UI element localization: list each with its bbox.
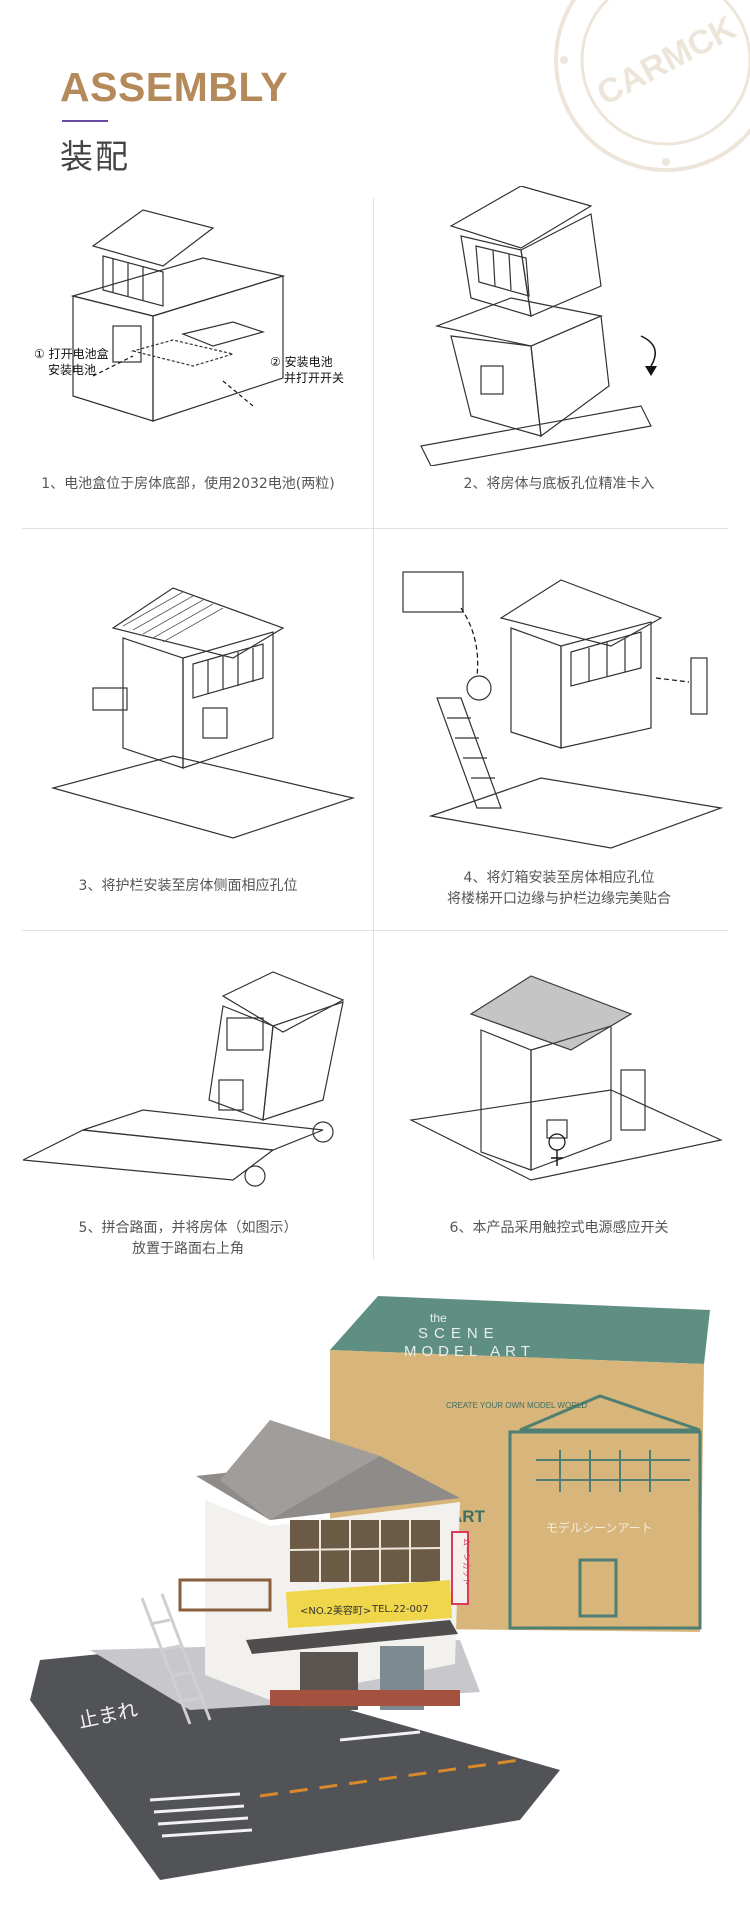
step-1-callout-a: ① 打开电池盒 安装电池 — [34, 347, 109, 377]
box-jp-text: モデルシーンアート — [546, 1520, 653, 1535]
house-railing-illustration — [50, 587, 356, 839]
step-2-illustration — [390, 186, 742, 466]
box-brand-line1: SCENE — [418, 1325, 500, 1342]
grid-divider — [22, 930, 728, 931]
step-2-caption: 2、将房体与底板孔位精准卡入 — [463, 476, 655, 492]
step-1-callout-b: ② 安装电池 并打开开关 — [270, 355, 345, 385]
step-1-caption: 1、电池盒位于房体底部，使用2032电池(两粒) — [41, 476, 335, 492]
step-4-caption: 4、将灯箱安装至房体相应孔位 将楼梯开口边缘与护栏边缘完美贴合 — [447, 870, 671, 907]
box-brand-line2: MODEL ART — [404, 1343, 535, 1360]
step-4-illustration — [390, 568, 742, 858]
assembly-header: ASSEMBLY 装配 CARMCK — [0, 0, 750, 190]
touch-switch-illustration — [409, 975, 723, 1181]
brand-stamp-watermark: CARMCK — [554, 0, 750, 172]
house-battery-illustration — [70, 209, 286, 422]
step-3-caption: 3、将护栏安装至房体侧面相应孔位 — [78, 878, 298, 894]
road-assembly-illustration — [23, 971, 345, 1187]
box-tagline: CREATE YOUR OWN MODEL WORLD — [446, 1401, 587, 1410]
title-divider — [62, 120, 108, 122]
grid-divider — [373, 198, 374, 528]
step-3-illustration — [22, 568, 374, 858]
house-stairs-lightbox-illustration — [402, 571, 724, 849]
grid-divider — [373, 528, 374, 930]
grid-divider — [373, 930, 374, 1260]
vertical-sign: ムーンカット — [462, 1538, 471, 1586]
step-6-illustration — [390, 970, 742, 1210]
step-5-caption: 5、拼合路面，并将房体（如图示） 放置于路面右上角 — [78, 1220, 298, 1257]
grid-divider — [22, 528, 728, 529]
stamp-text: CARMCK — [591, 8, 743, 113]
product-photo: the SCENE MODEL ART CREATE YOUR OWN MODE… — [0, 1280, 750, 1908]
step-6-caption: 6、本产品采用触控式电源感应开关 — [449, 1220, 669, 1236]
step-1-illustration: ① 打开电池盒 安装电池 ② 安装电池 并打开开关 — [22, 186, 374, 466]
box-brand-small: the — [430, 1311, 447, 1325]
shop-sign-name: <NO.2美容町> — [300, 1604, 371, 1617]
product-photo-illustration: the SCENE MODEL ART CREATE YOUR OWN MODE… — [0, 1280, 750, 1908]
step-5-illustration — [22, 970, 374, 1210]
page-title-cn: 装配 — [60, 137, 130, 176]
house-base-illustration — [420, 186, 657, 466]
page-title-en: ASSEMBLY — [60, 64, 289, 110]
shop-sign-tel: TEL.22-007 — [371, 1604, 429, 1615]
